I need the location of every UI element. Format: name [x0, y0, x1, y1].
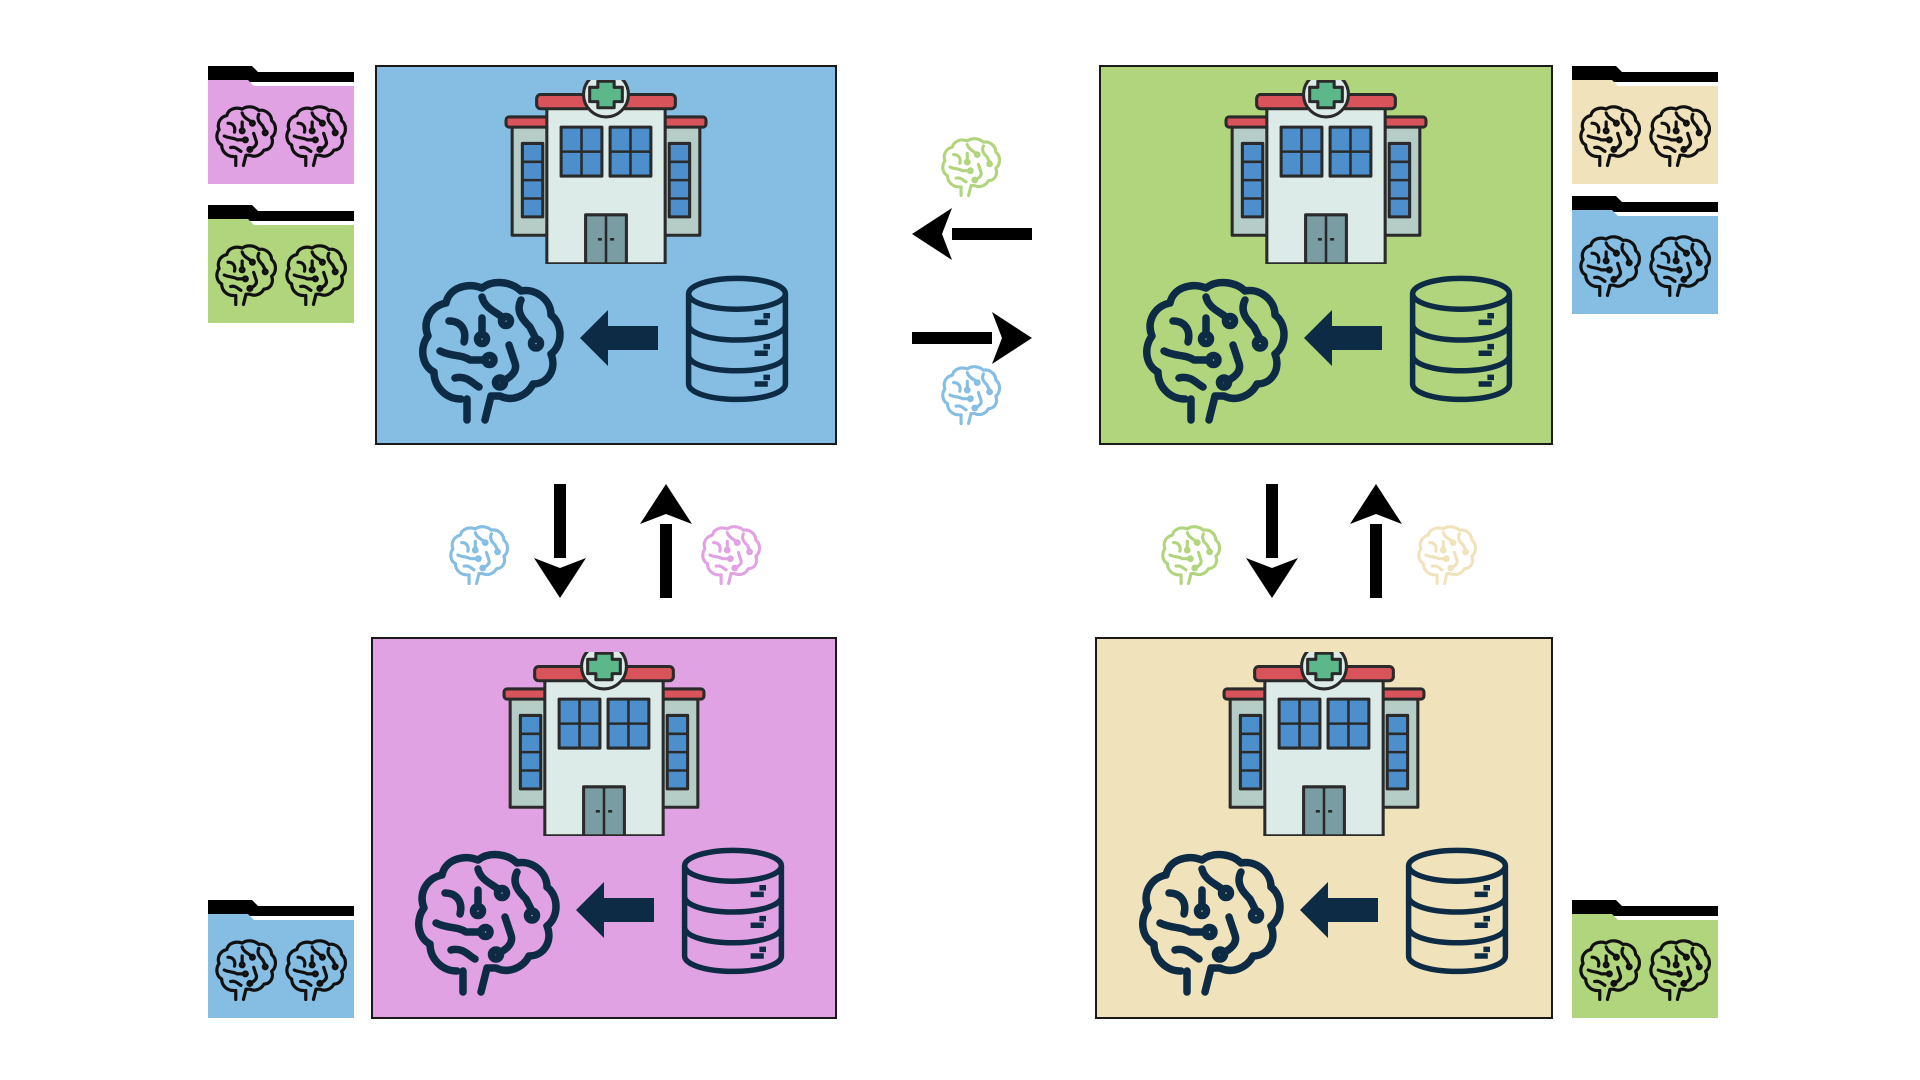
brain-icon [941, 137, 1002, 198]
folder-icon [208, 66, 354, 184]
brain-icon [701, 525, 762, 586]
site-top-right [1099, 65, 1718, 445]
brain-icon [1161, 525, 1222, 586]
folder-icon [1572, 66, 1718, 184]
exchange-arrow [1246, 484, 1298, 598]
folder-icon [208, 205, 354, 323]
brain-icon [941, 365, 1002, 426]
exchange-tl-to-bl [449, 484, 586, 598]
arrow-icon [580, 310, 658, 366]
exchange-arrow [912, 208, 1032, 260]
hospital-icon [504, 80, 708, 264]
exchange-arrow [534, 484, 586, 598]
arrow-icon [1300, 882, 1378, 938]
exchange-br-to-tr [1350, 484, 1478, 598]
arrow-icon [1304, 310, 1382, 366]
exchange-tr-to-tl [912, 137, 1032, 260]
exchange-tl-to-tr [912, 312, 1032, 426]
hospital-icon [1222, 652, 1426, 836]
arrow-icon [576, 882, 654, 938]
exchange-arrow [1350, 484, 1402, 598]
folder-icon [1572, 196, 1718, 314]
folder-icon [1572, 900, 1718, 1018]
site-bottom-right [1095, 637, 1718, 1019]
exchange-arrow [912, 312, 1032, 364]
folder-icon [208, 900, 354, 1018]
site-top-left [208, 65, 837, 445]
brain-icon [1417, 525, 1478, 586]
hospital-icon [502, 652, 706, 836]
exchange-arrow [640, 484, 692, 598]
site-bottom-left [208, 637, 837, 1019]
hospital-icon [1224, 80, 1428, 264]
exchange-tr-to-br [1161, 484, 1298, 598]
brain-icon [449, 525, 510, 586]
exchange-bl-to-tl [640, 484, 762, 598]
